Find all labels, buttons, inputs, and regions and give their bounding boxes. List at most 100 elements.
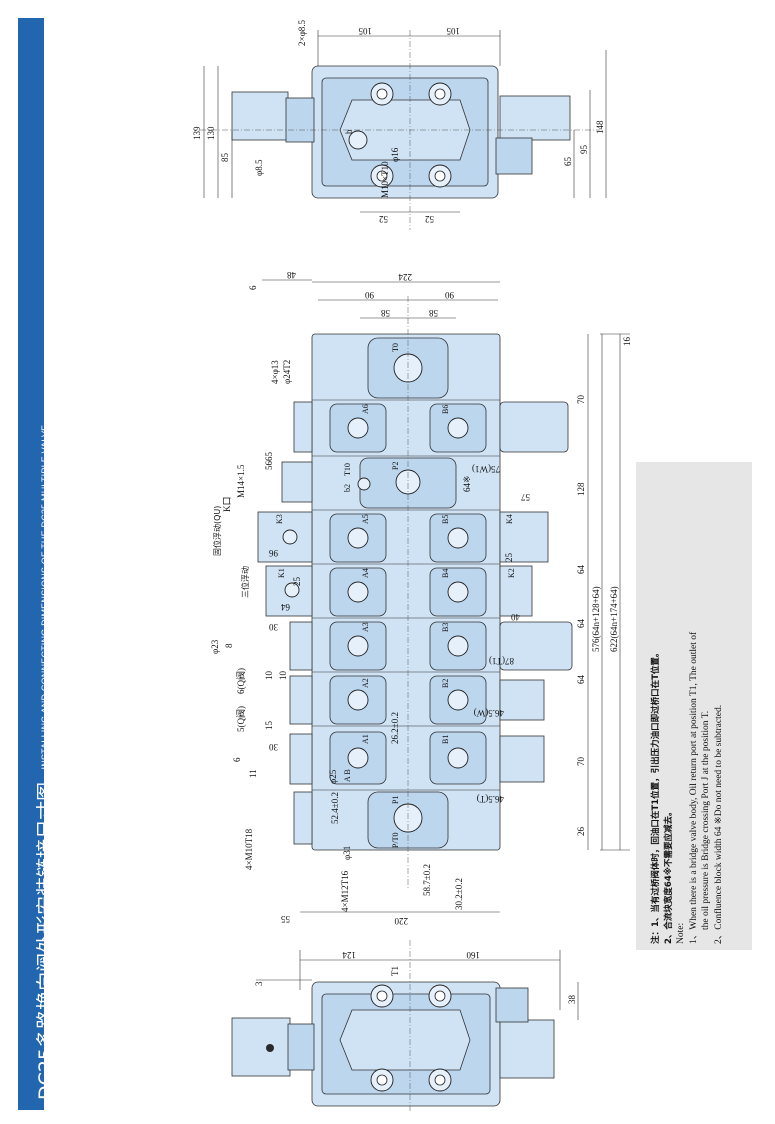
right-dim-64-c: 64 xyxy=(576,675,586,685)
main-dim-6: 6 xyxy=(248,285,258,290)
top-dim-95: 95 xyxy=(579,145,589,155)
main-dim-58-7: 58.7±0.2 xyxy=(422,864,432,896)
note-cn-1: 注：1、当有过桥阀体时，回油口在T1位置，引出压力油口即过桥口在T位置。 xyxy=(651,648,661,944)
left-dim-5-q: 5(Q阀) xyxy=(236,706,246,732)
port-k4: K4 xyxy=(505,514,514,524)
right-dim-64-b: 64 xyxy=(576,619,586,629)
port-p-t0: P/T0 xyxy=(391,832,400,848)
main-dim-58-right: 58 xyxy=(429,308,439,318)
main-dim-48: 48 xyxy=(287,270,297,280)
port-b6: B6 xyxy=(441,405,450,414)
main-dim-m12: 4×M12T16 xyxy=(340,870,350,912)
left-dim-10-a: 10 xyxy=(278,671,288,681)
left-dim-96: 96 xyxy=(269,548,279,558)
top-dim-52-left: 52 xyxy=(379,214,388,224)
top-dim-65: 65 xyxy=(563,157,573,167)
top-dim-130: 130 xyxy=(206,126,216,140)
port-b1: B1 xyxy=(441,735,450,744)
right-dim-57: 57 xyxy=(521,492,531,502)
port-t0: T0 xyxy=(391,343,400,352)
right-dim-576: 576(64n+128+64) xyxy=(591,586,601,652)
left-dim-30-top: 30 xyxy=(269,622,279,632)
port-k3: K3 xyxy=(275,514,284,524)
note-en-head: Note: xyxy=(676,922,686,944)
center-dim-52-4: 52.4±0.2 xyxy=(330,792,340,824)
top-dim-holes: 2×φ8.5 xyxy=(297,19,307,46)
center-dim-phi31: φ31 xyxy=(342,846,352,860)
center-label-ab: A B xyxy=(343,769,352,782)
top-dim-phi8-5: φ8.5 xyxy=(254,159,264,176)
main-dim-m10: 4×M10T18 xyxy=(244,828,254,870)
main-dim-30-2: 30.2±0.2 xyxy=(454,878,464,910)
left-label-float-qu: 固位浮动(QU) xyxy=(212,506,222,556)
right-dim-70-bottom: 70 xyxy=(576,757,586,767)
top-dim-85: 85 xyxy=(220,153,230,163)
left-dim-5665: 5665 xyxy=(264,452,274,471)
right-dim-64-a: 64 xyxy=(576,565,586,575)
left-label-three-pos: 三位浮动 xyxy=(240,566,250,598)
top-dim-148: 148 xyxy=(595,120,605,134)
port-a3: A3 xyxy=(361,622,370,632)
right-dim-46-5-t: 46.5(T) xyxy=(477,794,504,804)
bottom-dim-3: 3 xyxy=(254,981,264,986)
center-dim-26-2: 26.2±0.2 xyxy=(390,712,400,744)
note-en-1: 1、When there is a bridge valve body, Oil… xyxy=(688,631,699,944)
left-dim-8: 8 xyxy=(224,643,234,648)
right-dim-26: 26 xyxy=(576,827,586,837)
bottom-dim-38: 38 xyxy=(567,995,577,1005)
port-b3: B3 xyxy=(441,623,450,632)
right-dim-46-5-w: 46.5(W) xyxy=(474,708,504,718)
top-dim-105-left: 105 xyxy=(358,26,372,36)
notes-text: 注：1、当有过桥阀体时，回油口在T1位置，引出压力油口即过桥口在T位置。 2、合… xyxy=(650,464,725,944)
main-dim-90-left: 90 xyxy=(365,290,375,300)
bottom-dim-160: 160 xyxy=(466,950,480,960)
bottom-dim-124: 124 xyxy=(342,950,356,960)
note-en-2: 2、Confluence block width 64 ※Do not need… xyxy=(713,704,724,944)
top-view: 105 105 2×φ8.5 139 130 85 φ8.5 φ16 M10×T… xyxy=(192,19,607,230)
left-dim-phi24: φ24T2 xyxy=(282,360,292,384)
top-label-b: b xyxy=(344,129,354,134)
title-sidebar xyxy=(18,18,44,1110)
bottom-view: 124 160 T1 3 38 xyxy=(231,940,579,1112)
top-dim-139: 139 xyxy=(192,126,202,140)
right-dim-40: 40 xyxy=(511,612,521,622)
left-dim-30-bottom: 30 xyxy=(269,742,279,752)
port-k1: K1 xyxy=(277,568,286,578)
port-k2: K2 xyxy=(507,568,516,578)
left-dim-6: 6 xyxy=(232,757,242,762)
top-dim-52-right: 52 xyxy=(425,214,434,224)
right-dim-87-t1: 87(T1) xyxy=(489,656,514,666)
main-view: 6 48 224 90 90 58 58 220 55 30.2±0.2 58.… xyxy=(210,270,632,926)
note-en-1b: the oil pressure is Bridge crossing Port… xyxy=(701,710,711,930)
main-dim-58-left: 58 xyxy=(381,308,391,318)
left-dim-phi23: φ23 xyxy=(210,639,220,654)
center-mark-64: 64※ xyxy=(462,475,472,492)
right-dim-16: 16 xyxy=(622,337,632,347)
port-a5: A5 xyxy=(361,514,370,524)
port-a6: A6 xyxy=(361,404,370,414)
port-b5: B5 xyxy=(441,515,450,524)
bottom-label-t1: T1 xyxy=(390,966,400,976)
top-dim-m10: M10×T10 xyxy=(380,161,390,198)
left-dim-m14: M14×1.5 xyxy=(236,464,246,498)
port-p1: P1 xyxy=(391,796,400,804)
right-dim-622: 622(64n+174+64) xyxy=(609,586,619,652)
main-dim-220: 220 xyxy=(394,916,408,926)
port-b2-label: b2 xyxy=(343,484,352,492)
center-dim-phi25: φ25 xyxy=(328,769,338,784)
port-a2: A2 xyxy=(361,678,370,688)
left-dim-25: 25 xyxy=(292,577,302,587)
port-a4: A4 xyxy=(361,568,370,578)
left-dim-4-phi13: 4×φ13 xyxy=(270,360,280,384)
port-t10: T10 xyxy=(343,463,352,476)
top-dim-phi16: φ16 xyxy=(390,147,400,162)
left-dim-64: 64 xyxy=(281,602,291,612)
port-b2: B2 xyxy=(441,679,450,688)
left-dim-6-q: 6(Q阀) xyxy=(236,668,246,694)
note-cn-2: 2、合流块宽度64※不需要应减去。 xyxy=(663,807,674,944)
right-dim-75-w1: 75(W1) xyxy=(472,464,500,474)
left-dim-11: 11 xyxy=(248,769,258,778)
left-dim-10-b: 10 xyxy=(264,671,274,681)
right-dim-25: 25 xyxy=(504,553,514,563)
